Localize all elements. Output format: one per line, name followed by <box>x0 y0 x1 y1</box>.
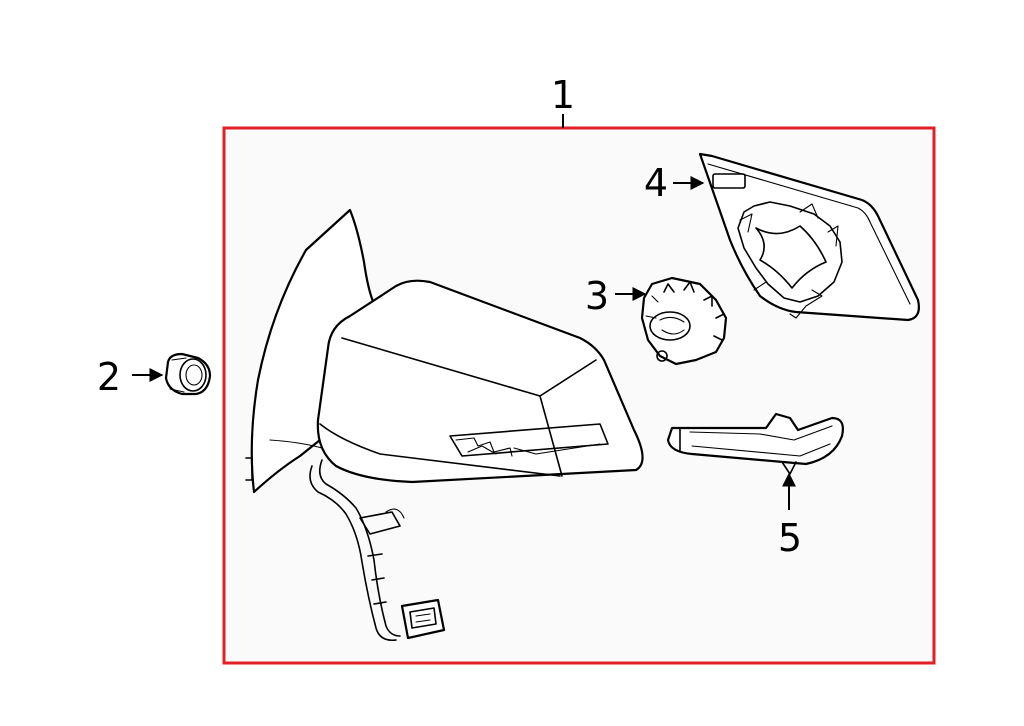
mirror-housing-part <box>245 208 644 642</box>
callout-5-label: 5 <box>778 516 802 560</box>
signal-lamp-part <box>666 412 844 475</box>
callout-1-label: 1 <box>551 73 575 117</box>
callout-3-label: 3 <box>585 274 609 318</box>
callout-2-label: 2 <box>97 355 121 399</box>
actuator-part <box>640 276 728 366</box>
mirror-glass-part <box>698 152 920 322</box>
grommet-part <box>164 352 212 396</box>
callout-4-label: 4 <box>644 161 668 205</box>
